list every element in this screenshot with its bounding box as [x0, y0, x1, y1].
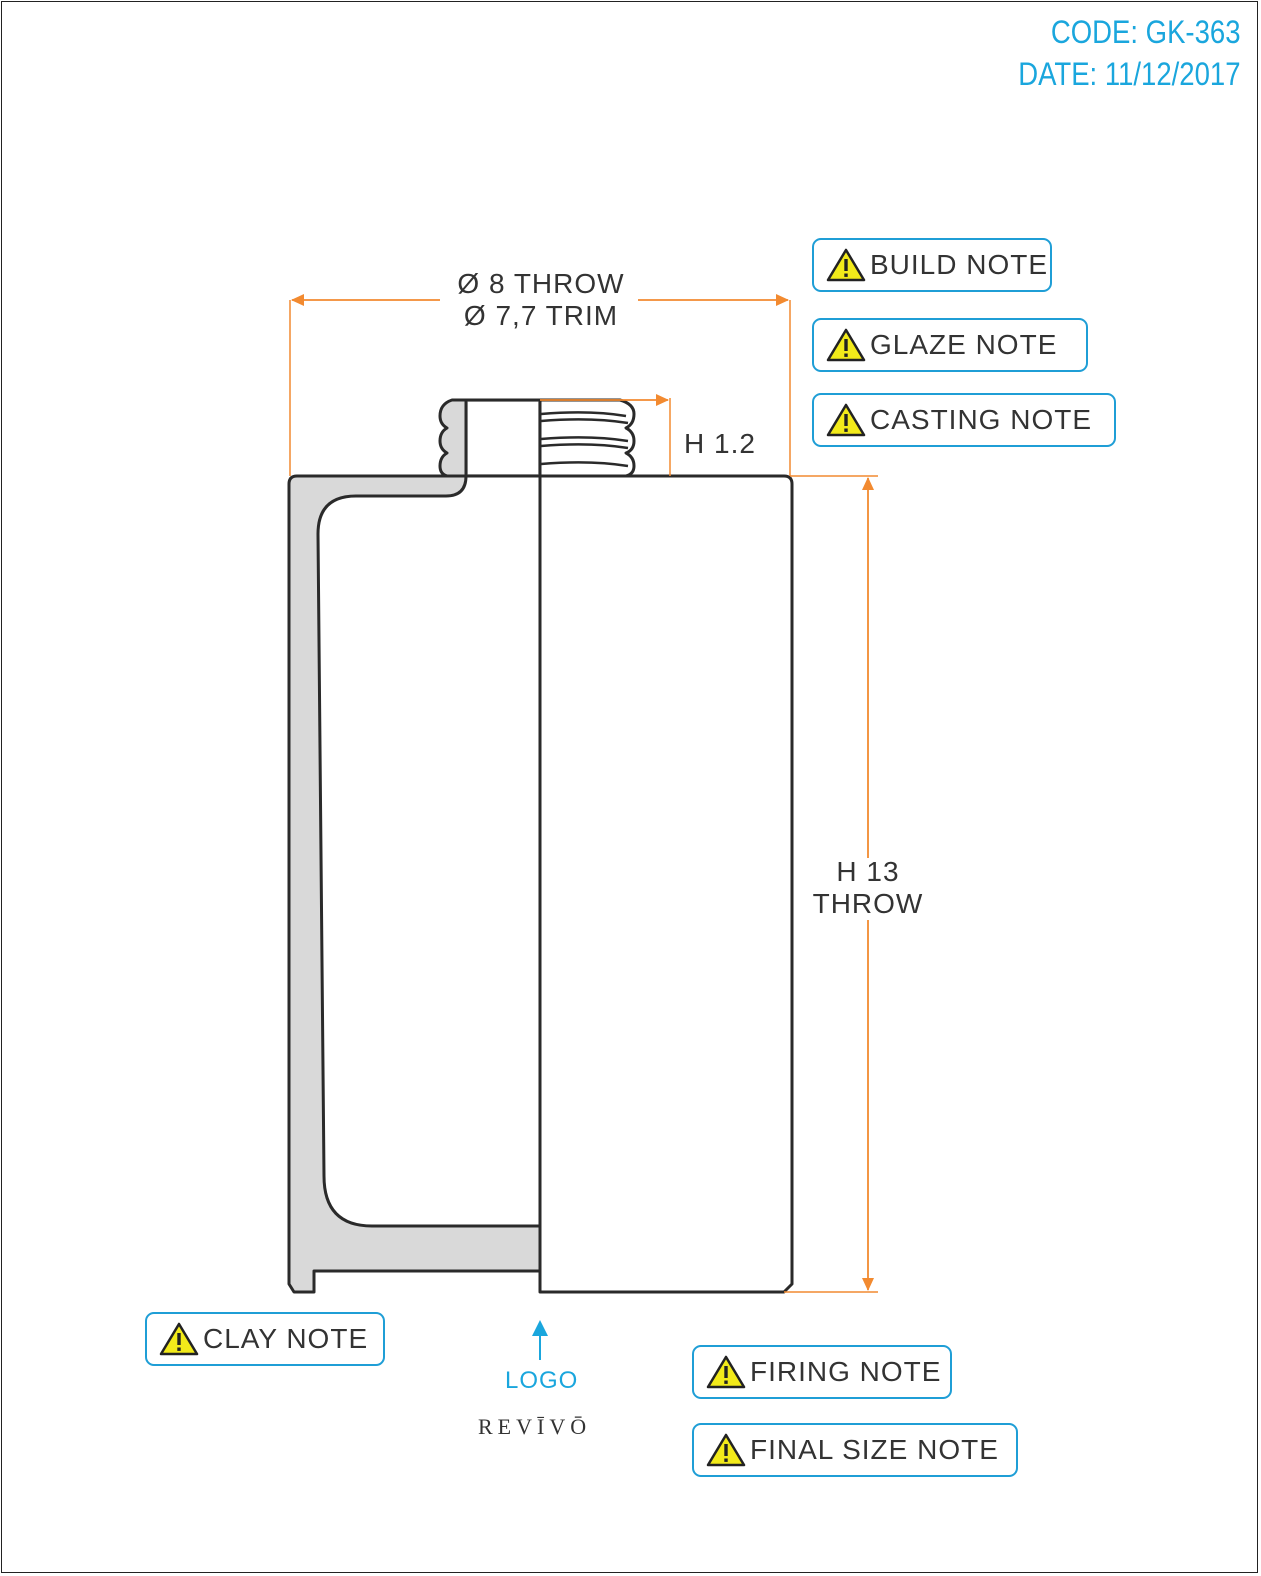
- warning-icon: [826, 248, 866, 282]
- drawing-date: DATE: 11/12/2017: [1018, 56, 1241, 92]
- neck-height-dimension: [540, 394, 671, 476]
- build-note[interactable]: BUILD NOTE: [812, 238, 1052, 292]
- firing-note-label: FIRING NOTE: [750, 1356, 942, 1387]
- body-exterior: [538, 474, 794, 1294]
- logo-arrow: [532, 1320, 548, 1360]
- build-note-label: BUILD NOTE: [870, 249, 1049, 280]
- firing-note[interactable]: FIRING NOTE: [692, 1345, 952, 1399]
- warning-icon: [706, 1433, 746, 1467]
- height-dimension: [784, 475, 878, 1293]
- glaze-note-label: GLAZE NOTE: [870, 329, 1058, 360]
- outer-wall-left: [289, 400, 540, 1292]
- warning-icon: [706, 1355, 746, 1389]
- casting-note[interactable]: CASTING NOTE: [812, 393, 1116, 447]
- clay-note-label: CLAY NOTE: [203, 1323, 369, 1354]
- diameter-throw-label: Ø 8 THROW: [457, 268, 625, 299]
- final-size-note[interactable]: FINAL SIZE NOTE: [692, 1423, 1018, 1477]
- drawing-code: CODE: GK-363: [1051, 14, 1241, 50]
- diameter-dimension: [289, 294, 791, 476]
- clay-note[interactable]: CLAY NOTE: [145, 1312, 385, 1366]
- warning-icon: [159, 1322, 199, 1356]
- neck-height-label: H 1.2: [684, 428, 756, 459]
- height-value-label: H 13: [836, 856, 900, 887]
- casting-note-label: CASTING NOTE: [870, 404, 1093, 435]
- wall-grey: [287, 398, 542, 1294]
- thread-lines: [540, 411, 629, 468]
- diameter-trim-label: Ø 7,7 TRIM: [463, 300, 619, 331]
- brand-logo: REVĪVŌ: [478, 1414, 592, 1439]
- neck-thread-left: [438, 398, 468, 478]
- neck-bore: [468, 402, 538, 474]
- final-size-note-label: FINAL SIZE NOTE: [750, 1434, 999, 1465]
- glaze-note[interactable]: GLAZE NOTE: [812, 318, 1088, 372]
- wall-cross-section: [296, 400, 540, 1224]
- warning-icon: [826, 328, 866, 362]
- logo-label: LOGO: [505, 1367, 579, 1394]
- warning-icon: [826, 403, 866, 437]
- height-type-label: THROW: [812, 888, 924, 919]
